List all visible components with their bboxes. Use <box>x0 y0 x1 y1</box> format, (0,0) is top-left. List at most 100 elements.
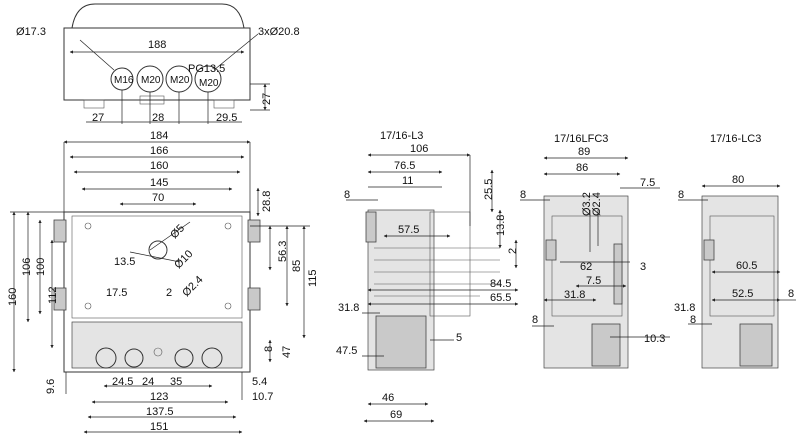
mount-tab-right <box>247 219 261 243</box>
l3-right-84-5: 84.5 <box>490 278 511 290</box>
front-width-70: 70 <box>152 192 164 204</box>
l3-left-8: 8 <box>344 189 350 201</box>
l3-title: 17/16-L3 <box>380 130 423 142</box>
front-gland-35: 35 <box>170 376 182 388</box>
front-width-145: 145 <box>150 177 168 189</box>
front-gland-plate <box>71 321 243 369</box>
screw-1 <box>84 222 92 230</box>
lc3-clip <box>703 239 715 261</box>
lc3-title: 17/16-LC3 <box>710 133 761 145</box>
lfc3-left-low-8: 8 <box>532 314 538 326</box>
l3-side-47-5: 47.5 <box>336 345 357 357</box>
top-width-label: 188 <box>148 39 166 51</box>
l3-lid <box>429 211 471 317</box>
lfc3-inner-7-5: 7.5 <box>586 275 601 287</box>
gland-label-2: M20 <box>141 75 161 86</box>
front-inner-2: 2 <box>166 287 172 299</box>
l3-small-5: 5 <box>456 332 462 344</box>
top-view-lid <box>71 3 245 29</box>
front-hole-2-4: Ø2.4 <box>180 274 205 299</box>
l3-inner-57-5: 57.5 <box>398 224 419 236</box>
lfc3-top-89: 89 <box>578 146 590 158</box>
front-hole-5: Ø5 <box>168 222 187 241</box>
front-width-160: 160 <box>150 160 168 172</box>
front-inner-13-5: 13.5 <box>114 256 135 268</box>
front-gland-1 <box>95 347 117 369</box>
top-offset-right: 29.5 <box>216 112 237 124</box>
front-bottom-137-5: 137.5 <box>146 406 174 418</box>
lfc3-hole-3-2: Ø3.2 <box>581 192 593 216</box>
l3-lower-block <box>375 315 427 369</box>
gland-label-4: M20 <box>199 78 219 89</box>
section-lfc3: 17/16LFC3 89 86 8 7.5 Ø3.2 Ø2.4 62 3 7.5… <box>520 133 670 369</box>
top-hole-small-label: Ø17.3 <box>16 26 46 38</box>
section-lc3: 17/16-LC3 80 8 60.5 52.5 8 31.8 8 <box>674 133 796 369</box>
lc3-left-8: 8 <box>678 189 684 201</box>
lfc3-hole-2-4: Ø2.4 <box>591 192 603 216</box>
front-right-115: 115 <box>307 269 319 287</box>
front-bottom-5-4: 5.4 <box>252 376 267 388</box>
front-gland-2 <box>124 348 144 368</box>
front-center-hole <box>148 240 168 260</box>
front-view: 184 166 160 145 70 28.8 56.3 85 115 106 … <box>7 130 319 434</box>
top-view-foot-left <box>83 99 105 109</box>
gland-label-1: M16 <box>114 75 134 86</box>
front-bottom-151: 151 <box>150 421 168 433</box>
section-l3: 17/16-L3 106 76.5 11 8 25.5 13.8 2 57.5 … <box>336 130 519 423</box>
front-right-85: 85 <box>291 260 303 272</box>
top-view-body <box>63 27 251 101</box>
lfc3-clip <box>545 239 557 261</box>
l3-bottom-46: 46 <box>382 392 394 404</box>
front-gland-4 <box>201 347 223 369</box>
l3-right-2: 2 <box>507 248 519 254</box>
lc3-side-31-8: 31.8 <box>674 302 695 314</box>
lc3-right-8: 8 <box>788 288 794 300</box>
front-inner-17-5: 17.5 <box>106 287 127 299</box>
lfc3-inner-62: 62 <box>580 261 592 273</box>
lfc3-lower-block <box>591 323 621 367</box>
l3-top-76-5: 76.5 <box>394 160 415 172</box>
front-small-47: 47 <box>281 346 293 358</box>
front-hole-10: Ø10 <box>172 248 195 271</box>
front-right-56-3: 56.3 <box>277 241 289 262</box>
front-lid-area <box>71 215 243 319</box>
mount-tab-left-low <box>53 287 67 311</box>
front-gland-3 <box>174 348 194 368</box>
gland-label-3: M20 <box>170 75 190 86</box>
lfc3-left-8: 8 <box>520 189 526 201</box>
lc3-inner-60-5: 60.5 <box>736 260 757 272</box>
front-left-106: 106 <box>21 258 33 276</box>
top-view-foot-right <box>213 99 235 109</box>
front-gland-24-5: 24.5 <box>112 376 133 388</box>
l3-rails <box>374 247 500 297</box>
top-height-label: 27 <box>261 93 273 105</box>
lfc3-title: 17/16LFC3 <box>554 133 608 145</box>
screw-2 <box>224 222 232 230</box>
front-bottom-9-6: 9.6 <box>45 379 57 394</box>
front-small-8: 8 <box>263 346 275 352</box>
l3-top-106: 106 <box>410 143 428 155</box>
l3-top-11: 11 <box>402 175 413 187</box>
lc3-inner <box>709 215 775 317</box>
front-left-100: 100 <box>35 258 47 276</box>
screw-3 <box>84 302 92 310</box>
l3-right-65-5: 65.5 <box>490 292 511 304</box>
front-right-28-8: 28.8 <box>261 191 273 212</box>
front-bottom-10-7: 10.7 <box>252 391 273 403</box>
lc3-inner-52-5: 52.5 <box>732 288 753 300</box>
lfc3-inner-3: 3 <box>640 261 646 273</box>
lfc3-bottom-10-3: 10.3 <box>644 333 665 345</box>
lc3-left-low-8: 8 <box>690 314 696 326</box>
l3-right-13-8: 13.8 <box>495 215 507 236</box>
lc3-top-80: 80 <box>732 174 744 186</box>
front-left-160: 160 <box>7 288 19 306</box>
mount-tab-right-low <box>247 287 261 311</box>
l3-right-25-5: 25.5 <box>483 179 495 200</box>
top-view-center-block <box>139 95 165 105</box>
top-view: Ø17.3 3xØ20.8 188 PG13.5 M16 M20 M20 M20… <box>16 3 300 124</box>
l3-side-31-8: 31.8 <box>338 302 359 314</box>
front-bottom-123: 123 <box>150 391 168 403</box>
mount-tab-left <box>53 219 67 243</box>
l3-bottom-69: 69 <box>390 409 402 421</box>
